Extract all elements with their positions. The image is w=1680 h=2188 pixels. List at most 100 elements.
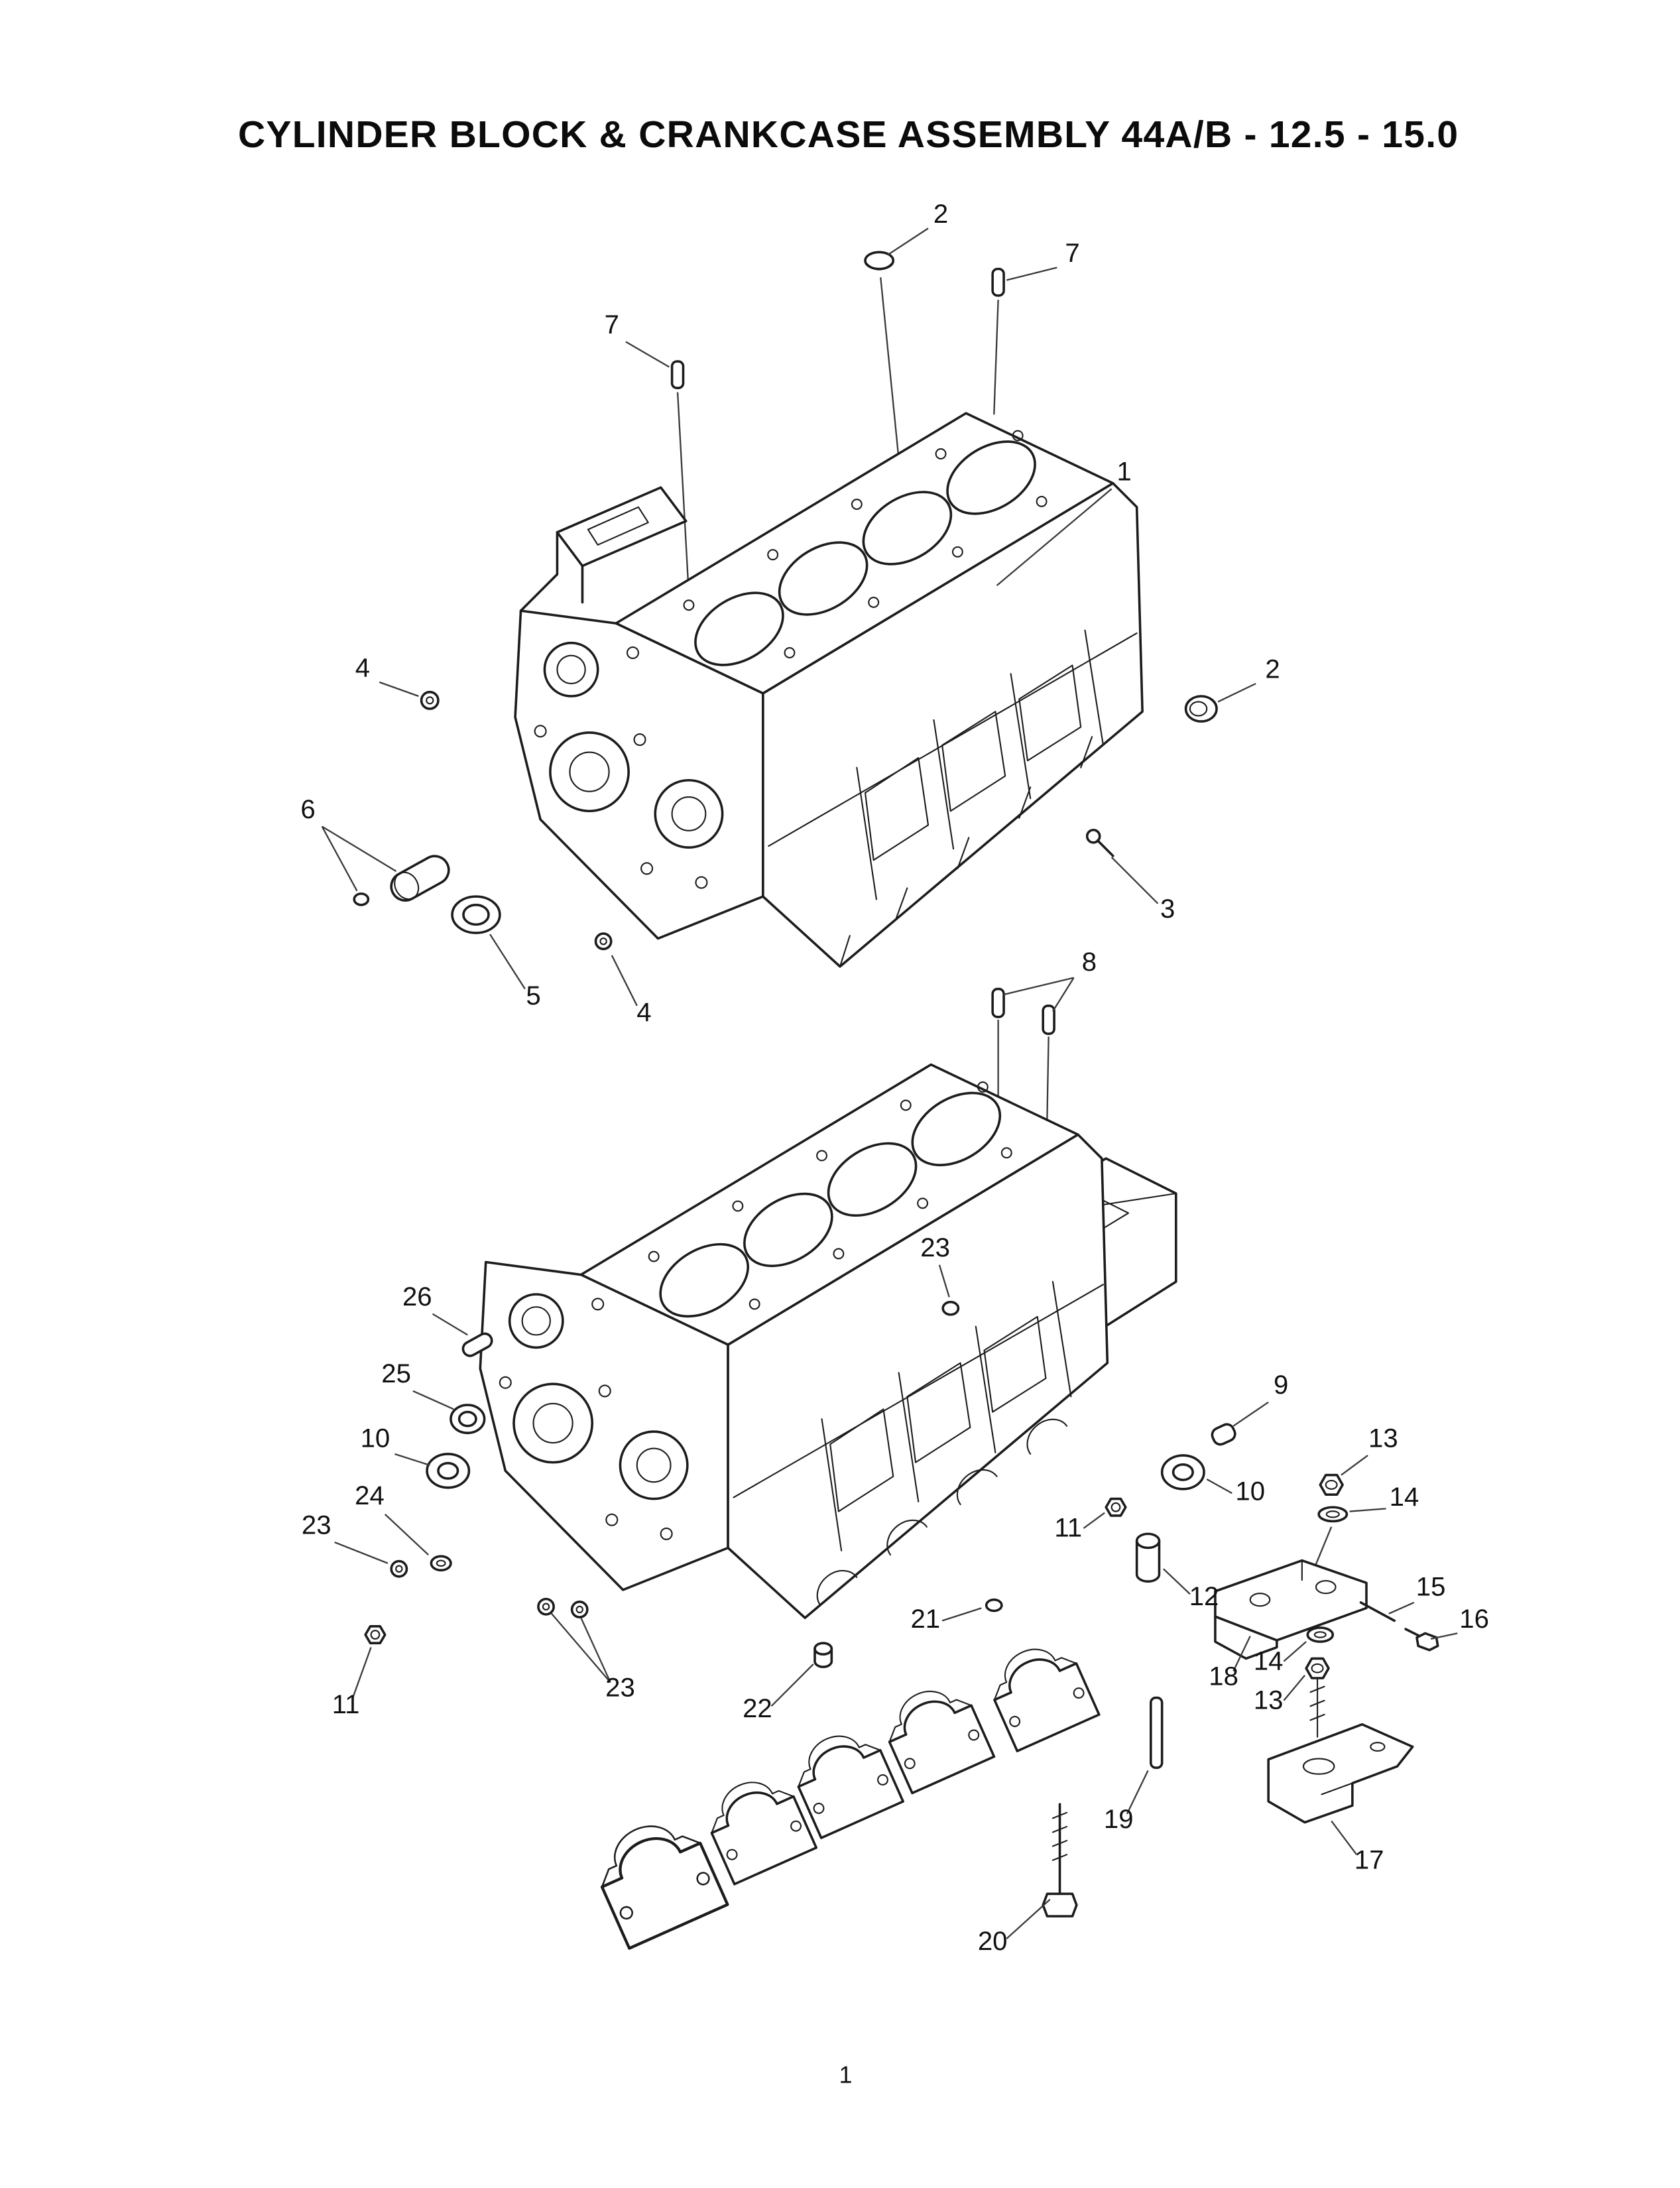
callout-leader-line: [1162, 1568, 1191, 1595]
callout-leader-line: [551, 1613, 611, 1683]
part-callout-13: 13: [1254, 1685, 1284, 1715]
assembly-line: [993, 300, 999, 415]
callout-leader-line: [1341, 1455, 1368, 1476]
top-exploded-view: [353, 251, 1218, 968]
part-23-plugs-center: [537, 1597, 589, 1618]
part-callout-24: 24: [355, 1481, 385, 1510]
part-callout-21: 21: [910, 1604, 940, 1634]
part-10-oil-seal-right: [1160, 1454, 1205, 1490]
assembly-line: [676, 392, 690, 594]
part-6-dowel: [353, 892, 370, 906]
part-callout-7: 7: [1065, 238, 1079, 268]
callout-leader-line: [938, 1264, 950, 1298]
callout-leader-line: [379, 681, 419, 698]
page-title: CYLINDER BLOCK & CRANKCASE ASSEMBLY 44A/…: [238, 113, 1459, 156]
callout-leader-line: [770, 1664, 814, 1707]
callout-leader-line: [1283, 1675, 1305, 1701]
part-13-nut-upper: [1319, 1473, 1344, 1496]
part-callout-25: 25: [381, 1359, 411, 1388]
part-22-plug: [813, 1642, 833, 1668]
callout-leader-line: [1206, 1478, 1232, 1494]
part-4-plug-bottom: [594, 932, 613, 951]
part-callout-7: 7: [605, 310, 619, 339]
part-4-plug-left: [420, 690, 440, 710]
part-7-dowel-pin-right: [991, 267, 1005, 297]
callout-leader-line: [334, 1541, 389, 1564]
part-callout-26: 26: [402, 1282, 432, 1311]
callout-leader-line: [1283, 1641, 1307, 1662]
callout-leader-line: [1217, 682, 1256, 703]
callout-leader-line: [580, 1617, 611, 1683]
callout-leader-line: [611, 955, 638, 1006]
part-13-nut-lower: [1305, 1657, 1330, 1738]
callout-leader-line: [1126, 1770, 1149, 1815]
callout-leader-line: [1051, 977, 1075, 1012]
callout-leader-line: [1006, 267, 1057, 281]
callout-leader-line: [1331, 1820, 1358, 1855]
part-callout-10: 10: [1235, 1477, 1265, 1506]
part-callout-1: 1: [1117, 457, 1132, 487]
callout-leader-line: [352, 1647, 372, 1698]
callout-leader-line: [625, 341, 670, 368]
part-callout-4: 4: [636, 997, 651, 1027]
part-1-cylinder-block-top-illustration: [514, 412, 1144, 968]
part-callout-8: 8: [1082, 947, 1097, 977]
part-callout-3: 3: [1160, 894, 1175, 924]
part-8-dowel-pins: [991, 987, 1055, 1035]
callout-leader-line: [1083, 1512, 1105, 1529]
part-14-washer-upper: [1317, 1506, 1349, 1523]
part-callout-19: 19: [1104, 1804, 1134, 1834]
part-10-oil-seal-left: [426, 1453, 471, 1489]
callout-leader-line: [887, 227, 929, 256]
part-2-cup-plug-side: [1184, 695, 1218, 723]
part-23-plug-top: [941, 1300, 960, 1316]
part-callout-2: 2: [933, 199, 948, 229]
part-24-washer: [430, 1555, 452, 1572]
page-number: 1: [839, 2062, 852, 2089]
callout-leader-line: [1430, 1632, 1458, 1640]
part-14-washer-lower: [1306, 1626, 1335, 1643]
part-callout-23: 23: [302, 1510, 331, 1540]
part-callout-20: 20: [978, 1926, 1008, 1956]
callout-leader-line: [384, 1513, 429, 1555]
part-callout-17: 17: [1354, 1845, 1384, 1874]
part-26-dowel: [461, 1332, 493, 1357]
callout-leader-line: [432, 1313, 468, 1336]
part-2-cup-plug-top: [864, 251, 895, 271]
part-callout-9: 9: [1274, 1370, 1288, 1400]
bottom-exploded-view: [364, 987, 1439, 1950]
callout-leader-line: [1232, 1636, 1251, 1671]
callout-leader-line: [1349, 1508, 1386, 1512]
part-callout-16: 16: [1459, 1604, 1489, 1634]
part-15-stud: [1359, 1601, 1396, 1622]
part-17-engine-mount-foot: [1267, 1723, 1414, 1824]
part-18-engine-mount-bracket: [1214, 1559, 1368, 1660]
callout-leader-line: [489, 934, 526, 990]
part-23-plug-left: [390, 1559, 408, 1578]
callout-leader-line: [1232, 1401, 1269, 1427]
part-callout-15: 15: [1416, 1571, 1446, 1601]
part-7-dowel-pin-left: [670, 360, 685, 390]
part-19-dowel-pin: [1149, 1696, 1164, 1769]
callout-leader-line: [996, 488, 1112, 586]
callout-leader-line: [1388, 1601, 1415, 1614]
callout-leader-line: [1110, 857, 1159, 904]
part-6-camshaft-bushing: [390, 855, 450, 902]
part-callout-2: 2: [1265, 654, 1280, 684]
part-3-bolt: [1085, 828, 1114, 857]
part-callout-13: 13: [1368, 1423, 1398, 1453]
part-9-plug: [1211, 1423, 1236, 1446]
callout-leader-line: [1006, 1898, 1051, 1939]
part-callout-10: 10: [361, 1423, 390, 1453]
part-main-bearing-caps: [600, 1648, 1101, 1950]
callout-leader-line: [1003, 977, 1074, 996]
part-callout-14: 14: [1254, 1646, 1284, 1675]
part-11-nut-left: [364, 1625, 387, 1644]
part-25-ring: [450, 1404, 486, 1435]
part-5-bearing-bushing: [451, 895, 501, 934]
part-callout-5: 5: [526, 981, 540, 1010]
part-1-cylinder-block-bottom-illustration: [479, 1063, 1177, 1619]
